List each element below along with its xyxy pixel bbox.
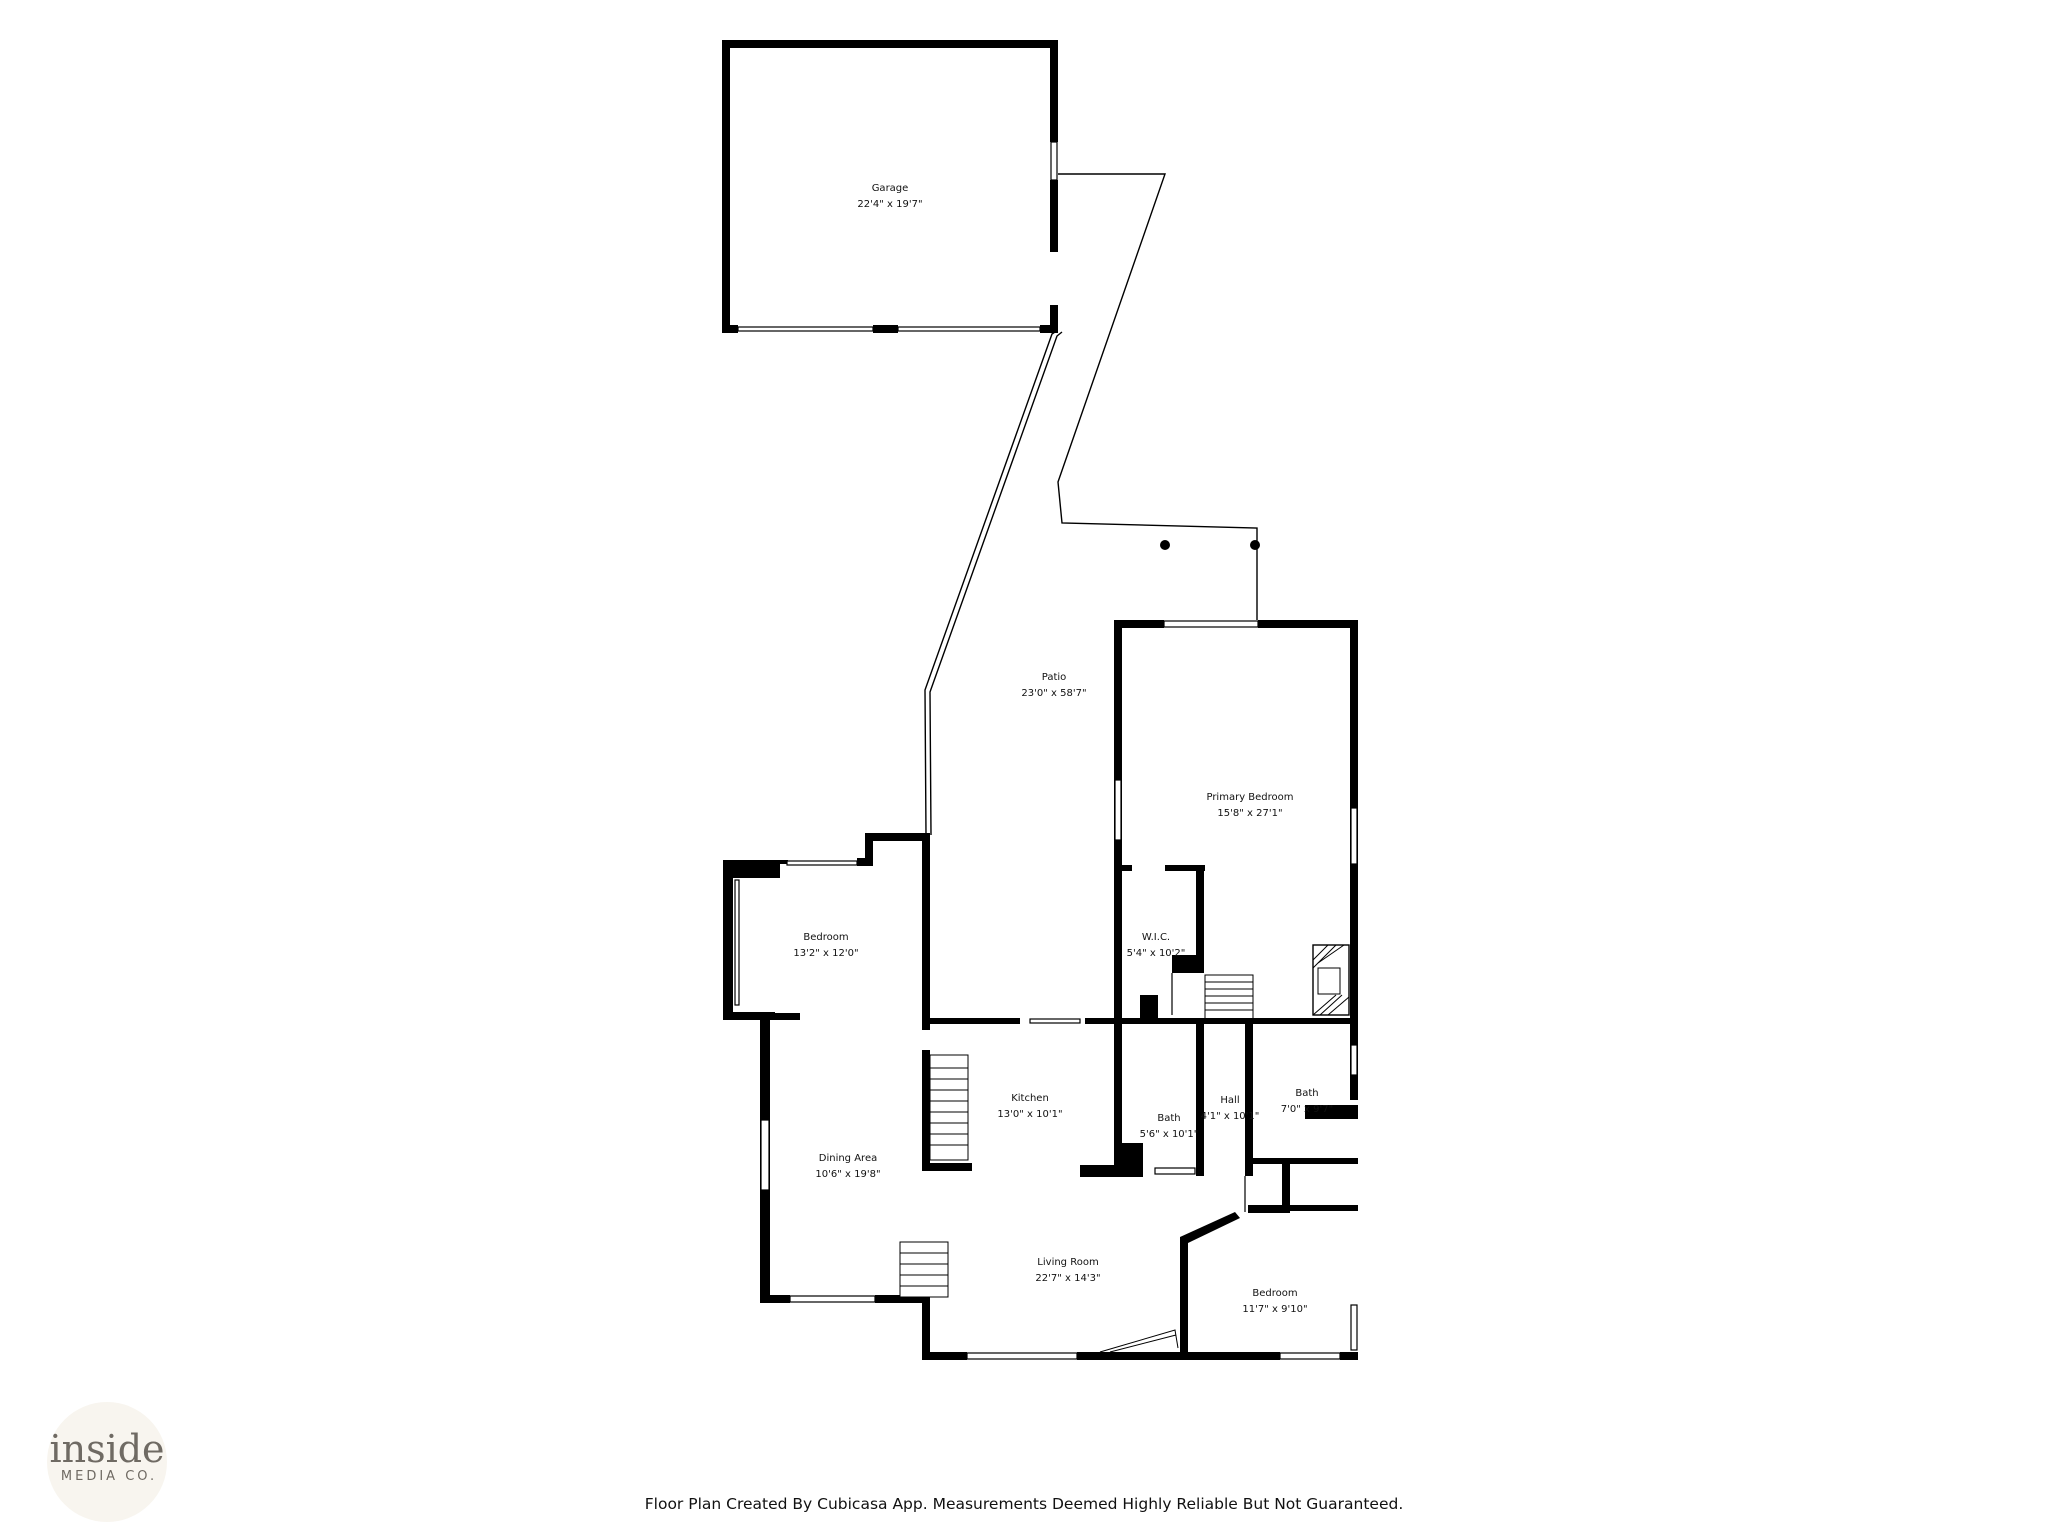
living-room-dims: 22'7" x 14'3" xyxy=(1035,1273,1100,1284)
bedroom-west-label: Bedroom xyxy=(803,932,848,943)
stairs-kitchen xyxy=(930,1067,968,1146)
bedroom-east-label: Bedroom xyxy=(1252,1288,1297,1299)
kitchen-dims: 13'0" x 10'1" xyxy=(997,1109,1062,1120)
fireplace xyxy=(1312,944,1350,1016)
stairs-living xyxy=(899,1241,949,1298)
patio-outline xyxy=(924,173,1260,836)
wic-label: W.I.C. xyxy=(1142,932,1170,943)
living-room-label: Living Room xyxy=(1037,1257,1098,1268)
primary-bedroom-label: Primary Bedroom xyxy=(1206,792,1293,803)
garage-label: Garage xyxy=(872,183,909,194)
main-walls xyxy=(760,1013,1358,1360)
baths-hall-walls xyxy=(1114,1018,1358,1351)
bath-2-label: Bath xyxy=(1295,1088,1318,1099)
garage-walls xyxy=(722,40,1058,333)
patio-label: Patio xyxy=(1042,672,1067,683)
logo-subtext: MEDIA CO. xyxy=(61,1469,157,1484)
wic-walls xyxy=(1122,865,1205,1019)
bath-1-dims: 5'6" x 10'1" xyxy=(1140,1129,1199,1140)
dining-area-dims: 10'6" x 19'8" xyxy=(815,1169,880,1180)
garage-dims: 22'4" x 19'7" xyxy=(857,199,922,210)
hall-label: Hall xyxy=(1220,1095,1239,1106)
hall-dims: 4'1" x 10'1" xyxy=(1201,1111,1260,1122)
bedroom-west-walls xyxy=(723,833,930,1028)
dining-area-label: Dining Area xyxy=(819,1153,877,1164)
patio-dims: 23'0" x 58'7" xyxy=(1021,688,1086,699)
bedroom-east-walls xyxy=(1099,1176,1246,1353)
bath-1-label: Bath xyxy=(1157,1113,1180,1124)
brand-logo: inside MEDIA CO. xyxy=(47,1402,167,1522)
room-labels: Garage 22'4" x 19'7" Patio 23'0" x 58'7"… xyxy=(793,183,1333,1315)
bedroom-west-dims: 13'2" x 12'0" xyxy=(793,948,858,959)
bedroom-east-dims: 11'7" x 9'10" xyxy=(1242,1304,1307,1315)
kitchen-label: Kitchen xyxy=(1011,1093,1049,1104)
wic-dims: 5'4" x 10'2" xyxy=(1127,948,1186,959)
bath-2-dims: 7'0" x 9'7" xyxy=(1281,1104,1333,1115)
logo-wordmark: inside xyxy=(49,1427,164,1471)
primary-bedroom-dims: 15'8" x 27'1" xyxy=(1217,808,1282,819)
primary-bedroom-walls xyxy=(1114,620,1358,1100)
disclaimer-footer: Floor Plan Created By Cubicasa App. Meas… xyxy=(644,1495,1404,1513)
stairs-hall xyxy=(1204,974,1254,1020)
